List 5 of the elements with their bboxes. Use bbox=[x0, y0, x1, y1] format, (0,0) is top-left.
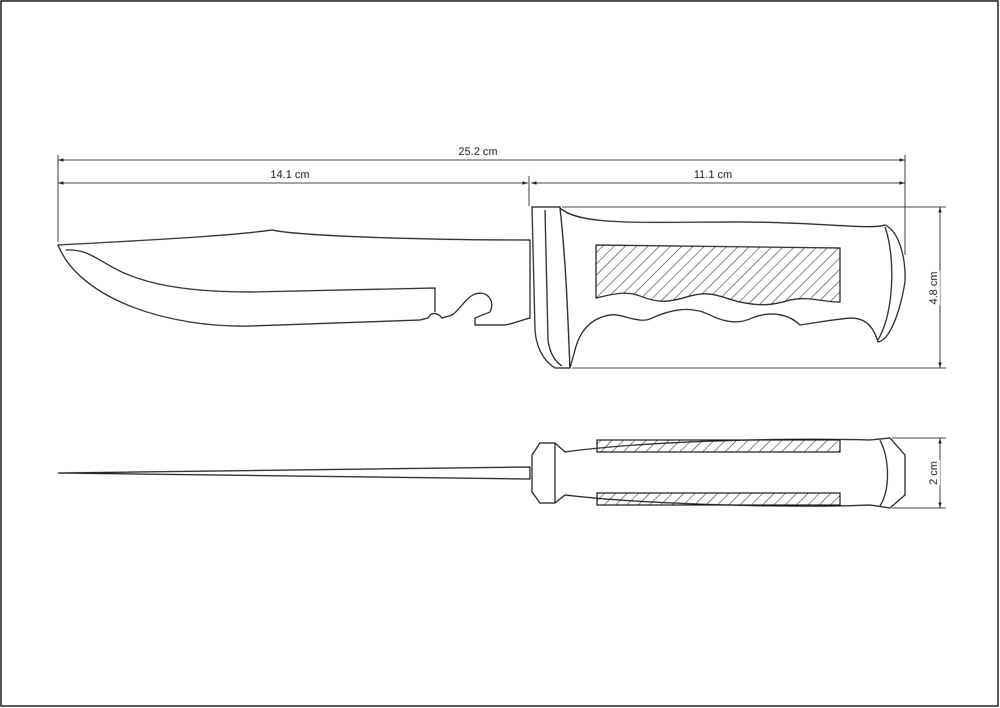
dimension-label: 14.1 cm bbox=[269, 169, 311, 181]
dimension-label: 4.8 cm bbox=[928, 270, 940, 306]
dimension-label: 25.2 cm bbox=[457, 146, 499, 158]
dimension-label: 11.1 cm bbox=[692, 169, 734, 181]
dimension-label: 2 cm bbox=[928, 460, 940, 486]
